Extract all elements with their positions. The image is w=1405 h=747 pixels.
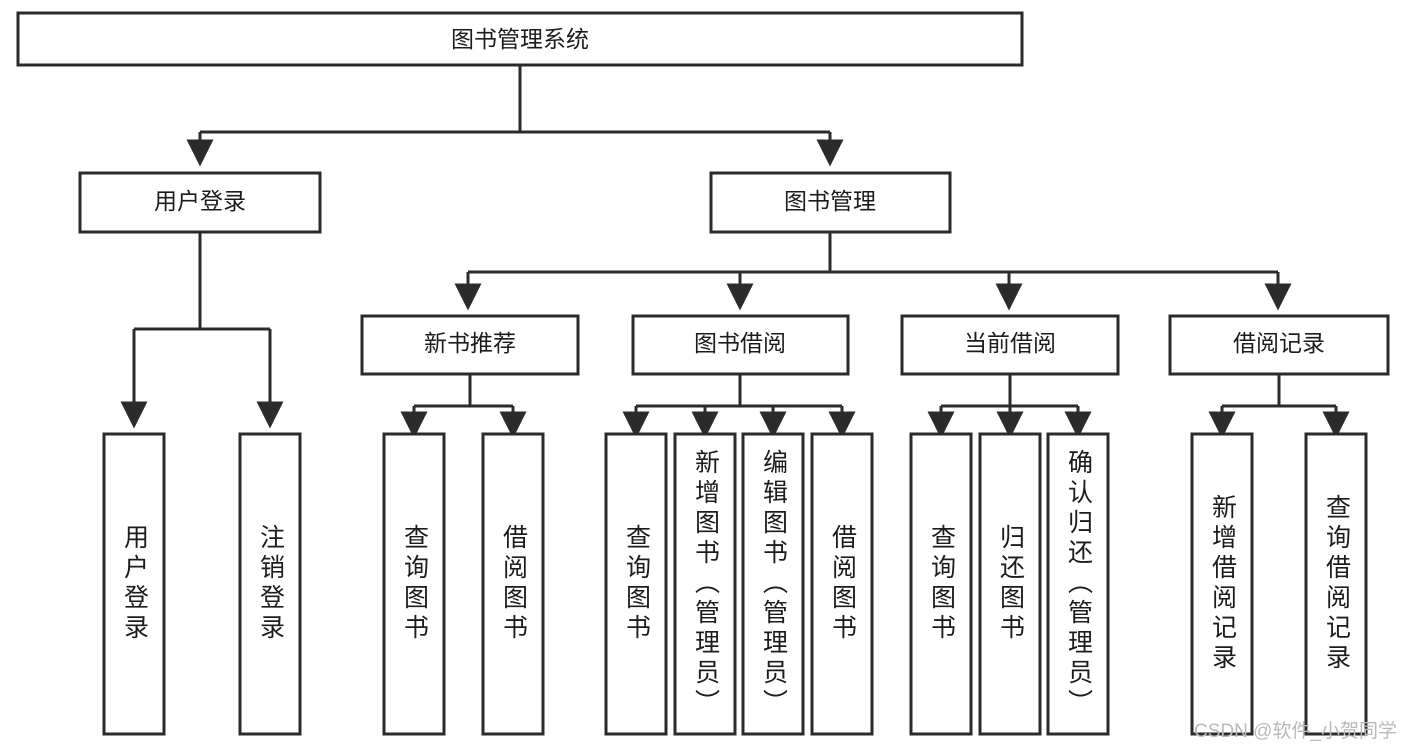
node-book-borrow[interactable]: 图书借阅 xyxy=(631,314,850,376)
node-new-book-recommend[interactable]: 新书推荐 xyxy=(360,314,580,376)
node-root-label: 图书管理系统 xyxy=(451,26,589,52)
leaf-box-borrow-book-b[interactable] xyxy=(810,432,874,736)
leaf-box-query-borrow-record[interactable] xyxy=(1304,432,1368,736)
leaf-box-query-book-c[interactable] xyxy=(909,432,973,736)
leaf-box-user-login[interactable] xyxy=(102,432,166,736)
node-book-management-label: 图书管理 xyxy=(784,188,876,214)
leaf-box-query-book-b[interactable] xyxy=(604,432,668,736)
node-current-borrow-box[interactable] xyxy=(900,314,1120,376)
leaf-box-add-borrow-record[interactable] xyxy=(1190,432,1254,736)
node-borrow-record[interactable]: 借阅记录 xyxy=(1168,314,1390,376)
leaf-box-add-book-admin[interactable] xyxy=(673,432,737,736)
leaf-box-logout[interactable] xyxy=(238,432,302,736)
leaf-box-return-book[interactable] xyxy=(978,432,1042,736)
node-borrow-record-box[interactable] xyxy=(1168,314,1390,376)
node-root-box[interactable] xyxy=(16,11,1024,67)
node-current-borrow[interactable]: 当前借阅 xyxy=(900,314,1120,376)
node-book-management-box[interactable] xyxy=(709,171,952,234)
node-new-book-recommend-label: 新书推荐 xyxy=(424,330,516,356)
node-current-borrow-label: 当前借阅 xyxy=(964,330,1056,356)
leaf-box-query-book-a[interactable] xyxy=(382,432,446,736)
node-borrow-record-label: 借阅记录 xyxy=(1233,330,1325,356)
node-user-login-label: 用户登录 xyxy=(154,188,246,214)
node-book-management[interactable]: 图书管理 xyxy=(709,171,952,234)
leaf-box-edit-book-admin[interactable] xyxy=(741,432,805,736)
node-new-book-recommend-box[interactable] xyxy=(360,314,580,376)
node-user-login[interactable]: 用户登录 xyxy=(78,171,322,234)
leaf-box-borrow-book-a[interactable] xyxy=(481,432,545,736)
node-book-borrow-box[interactable] xyxy=(631,314,850,376)
node-book-borrow-label: 图书借阅 xyxy=(694,330,786,356)
node-root[interactable]: 图书管理系统 xyxy=(16,11,1024,67)
leaf-box-confirm-return-admin[interactable] xyxy=(1046,432,1110,736)
